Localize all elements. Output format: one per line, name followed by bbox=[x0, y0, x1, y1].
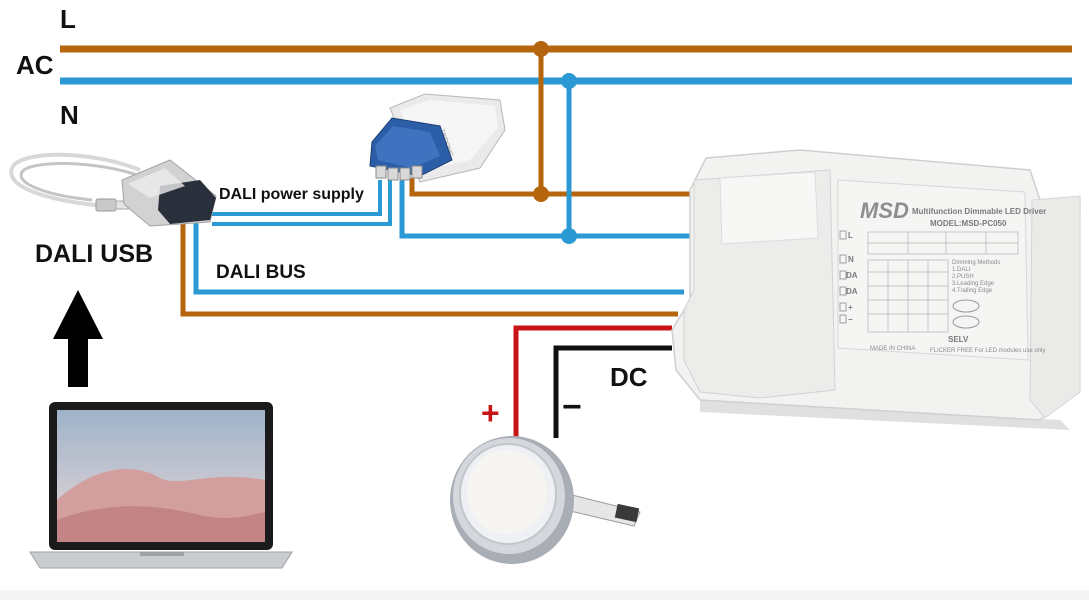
live-drop-wire bbox=[538, 49, 700, 197]
dali-bus-wires bbox=[180, 222, 684, 317]
driver-model: MODEL:MSD-PC050 bbox=[930, 219, 1007, 228]
laptop-icon bbox=[29, 402, 293, 569]
junction-dot bbox=[533, 41, 549, 57]
label-plus: + bbox=[481, 395, 500, 431]
driver-dimming-method: 1.DALI bbox=[952, 267, 971, 273]
label-dali-bus: DALI BUS bbox=[216, 262, 306, 283]
psu-bus-wire-a bbox=[212, 180, 382, 216]
psu-neutral-wire bbox=[399, 178, 569, 239]
driver-product: Multifunction Dimmable LED Driver bbox=[912, 207, 1046, 216]
dali-bus-brown bbox=[180, 222, 678, 317]
driver-selv: SELV bbox=[948, 335, 969, 344]
driver-dimming-method: 4.Trailing Edge bbox=[952, 288, 993, 294]
driver-dimming-method: 3.Leading Edge bbox=[952, 281, 995, 287]
label-dc: DC bbox=[610, 362, 648, 392]
junction-dot bbox=[561, 73, 577, 89]
driver-terminal: − bbox=[848, 315, 853, 324]
dali-psu-wires bbox=[212, 180, 392, 226]
driver-terminal: DA bbox=[846, 271, 858, 280]
junction-dot bbox=[561, 228, 577, 244]
driver-dimming-title: Dimming Methods bbox=[952, 260, 1000, 266]
driver-terminal: + bbox=[848, 303, 853, 312]
label-line: L bbox=[60, 4, 76, 34]
usb-adapter-icon bbox=[9, 152, 217, 227]
junction-dots bbox=[533, 41, 577, 244]
neutral-drop-wire bbox=[566, 81, 692, 239]
driver-flicker: FLICKER FREE For LED modules use only bbox=[930, 348, 1045, 354]
label-dali-usb: DALI USB bbox=[35, 240, 153, 268]
junction-dot bbox=[533, 186, 549, 202]
label-dali-power-supply: DALI power supply bbox=[219, 186, 364, 203]
psu-live-wire bbox=[409, 178, 541, 197]
driver-terminal: L bbox=[848, 231, 853, 240]
label-neutral: N bbox=[60, 100, 79, 130]
driver-terminal: DA bbox=[846, 287, 858, 296]
label-ac: AC bbox=[16, 50, 54, 80]
driver-brand: MSD bbox=[860, 198, 909, 223]
label-minus: − bbox=[562, 388, 582, 426]
psu-bus-wire-b bbox=[212, 180, 392, 226]
led-driver-icon: MSD Multifunction Dimmable LED Driver MO… bbox=[671, 149, 1081, 430]
dc-negative-wire bbox=[553, 345, 672, 438]
driver-terminal: N bbox=[848, 255, 854, 264]
dc-positive-wire bbox=[513, 325, 672, 438]
up-arrow-icon bbox=[53, 290, 103, 387]
dali-bus-blue bbox=[193, 222, 684, 295]
driver-dimming-method: 2.PUSH bbox=[952, 274, 974, 280]
dali-psu-icon: TRIDONIC bbox=[369, 93, 506, 183]
dc-wires bbox=[513, 325, 672, 438]
driver-made-in: MADE IN CHINA bbox=[870, 346, 915, 352]
downlight-icon bbox=[450, 436, 641, 564]
bottom-strip bbox=[0, 590, 1089, 600]
